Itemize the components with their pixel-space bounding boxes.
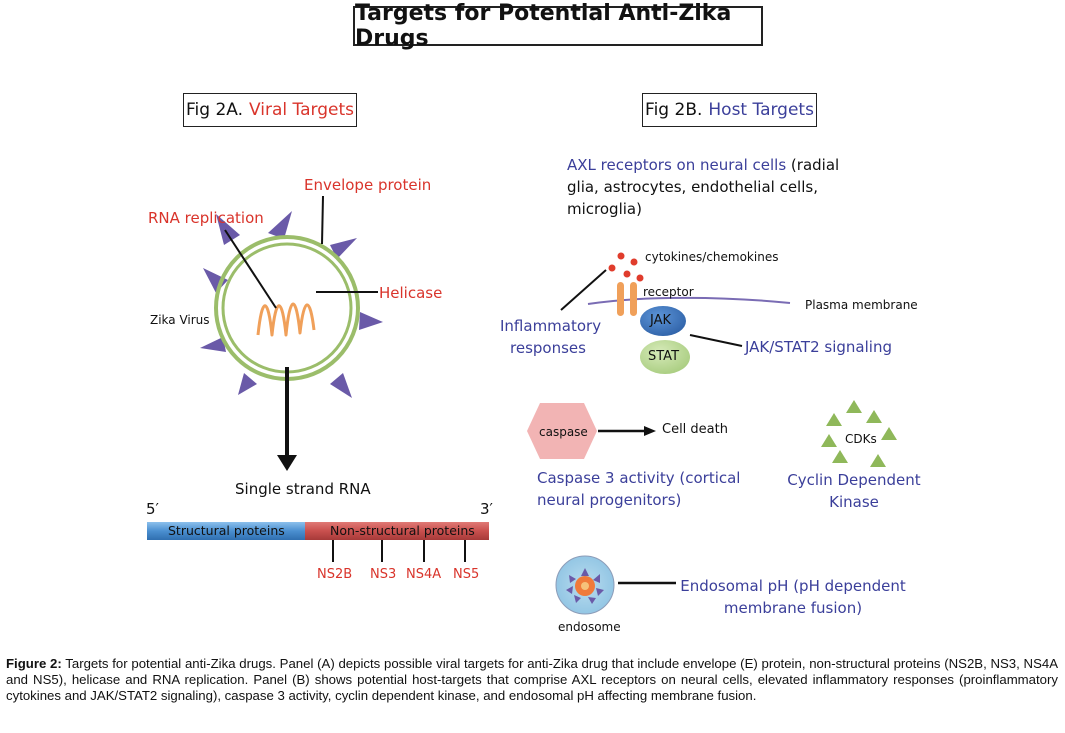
translation-arrow-head: [277, 455, 297, 471]
rna-replication-label: RNA replication: [148, 209, 264, 227]
envelope-spikes: [200, 211, 383, 398]
receptor-label: receptor: [643, 285, 694, 299]
caption-text: Targets for potential anti-Zika drugs. P…: [6, 656, 1058, 703]
figure-caption: Figure 2: Targets for potential anti-Zik…: [6, 656, 1058, 704]
ns4a-label: NS4A: [406, 567, 442, 582]
axl-receptors-label: AXL receptors on neural cells (radial gl…: [567, 154, 839, 220]
ns5-label: NS5: [453, 567, 480, 582]
three-prime-label: 3′: [480, 500, 493, 518]
stat-label: STAT: [648, 349, 680, 364]
cdk-line-2: Kinase: [829, 493, 879, 511]
structural-proteins-bar: [147, 522, 305, 540]
cdk-icon: [821, 400, 897, 467]
cell-death-label: Cell death: [662, 422, 728, 437]
jak-label: JAK: [650, 313, 672, 328]
axl-receptors-detail-2: glia, astrocytes, endothelial cells,: [567, 178, 818, 196]
receptor-left-icon: [617, 282, 624, 316]
five-prime-label: 5′: [146, 500, 159, 518]
panel-b-prefix: Fig 2B.: [645, 100, 703, 120]
panel-a-heading: Fig 2A. Viral Targets: [183, 93, 357, 127]
ns2b-label: NS2B: [317, 567, 353, 582]
ns-protein-ticks: [332, 540, 466, 562]
jakstat-pointer: [689, 334, 743, 347]
endosomal-line-1: Endosomal pH (pH dependent: [680, 577, 906, 595]
inflammatory-pointer: [560, 269, 607, 311]
single-strand-rna-label: Single strand RNA: [235, 480, 371, 498]
cytokines-label: cytokines/chemokines: [645, 250, 779, 264]
cyclin-dependent-kinase-label: Cyclin Dependent Kinase: [786, 469, 922, 513]
viral-envelope-inner: [221, 242, 353, 374]
axl-receptors-detail-1: (radial: [786, 156, 840, 174]
caspase-activity-line-1: Caspase 3 activity (cortical: [537, 469, 741, 487]
cell-death-arrow-head: [644, 426, 656, 436]
stat-icon: [640, 340, 690, 374]
axl-receptors-title: AXL receptors on neural cells: [567, 156, 787, 174]
viral-envelope-outer: [214, 235, 360, 381]
cytokine-dots: [608, 252, 644, 282]
receptor-right-icon: [630, 282, 637, 316]
caspase-activity-label: Caspase 3 activity (cortical neural prog…: [537, 467, 740, 511]
panel-a-prefix: Fig 2A.: [186, 100, 244, 120]
panel-b-title: Host Targets: [708, 100, 814, 120]
inflammatory-line-2: responses: [510, 339, 586, 357]
inflammatory-responses-label: Inflammatory responses: [500, 315, 602, 359]
inflammatory-line-1: Inflammatory: [500, 317, 602, 335]
plasma-membrane-line: [587, 296, 791, 305]
nonstructural-proteins-bar: [305, 522, 489, 540]
cdk-line-1: Cyclin Dependent: [787, 471, 921, 489]
endosomal-line-2: membrane fusion): [723, 599, 863, 617]
cdks-label: CDKs: [845, 432, 877, 446]
ns3-label: NS3: [370, 567, 397, 582]
structural-proteins-label: Structural proteins: [168, 523, 285, 538]
endosomal-ph-label: Endosomal pH (pH dependent membrane fusi…: [680, 575, 906, 619]
jak-icon: [640, 306, 686, 336]
plasma-membrane-label: Plasma membrane: [805, 298, 918, 312]
axl-receptors-detail-3: microglia): [567, 200, 642, 218]
zika-virus-label: Zika Virus: [150, 313, 210, 327]
endosome-spikes: [566, 568, 604, 604]
jakstat-signaling-label: JAK/STAT2 signaling: [745, 338, 892, 356]
envelope-protein-label: Envelope protein: [304, 176, 432, 194]
rna-replication-pointer: [224, 229, 277, 309]
caspase-icon: [527, 403, 597, 459]
rna-genome-icon: [256, 302, 316, 337]
envelope-pointer: [321, 195, 324, 245]
caption-lead: Figure 2:: [6, 656, 62, 671]
helicase-label: Helicase: [379, 284, 443, 302]
panel-a-title: Viral Targets: [249, 100, 354, 120]
endosome-label: endosome: [558, 620, 621, 634]
nonstructural-proteins-label: Non-structural proteins: [330, 523, 475, 538]
caspase-activity-line-2: neural progenitors): [537, 491, 682, 509]
panel-b-heading: Fig 2B. Host Targets: [642, 93, 817, 127]
caspase-label: caspase: [539, 425, 588, 439]
endosome-core-center: [581, 582, 589, 590]
